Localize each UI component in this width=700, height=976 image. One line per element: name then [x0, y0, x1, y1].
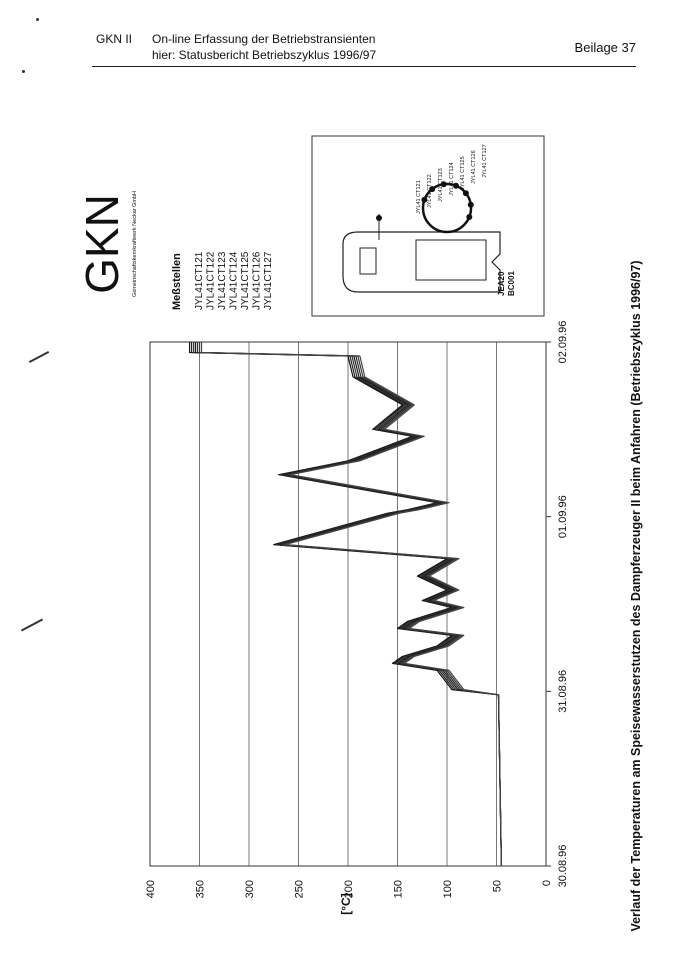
x-tick-label: 01.09.96 — [557, 495, 569, 538]
y-tick-label: 350 — [195, 880, 207, 898]
component-label-1: JEA20 — [497, 271, 506, 296]
series-line-JYL41CT126 — [198, 342, 502, 867]
nozzle-section — [421, 182, 473, 234]
y-tick-label: 0 — [541, 880, 553, 886]
y-tick-label: 400 — [145, 880, 157, 898]
sensor-dot-5 — [462, 190, 469, 197]
x-tick-label: 02.09.96 — [557, 321, 569, 364]
series-line-JYL41CT125 — [196, 342, 502, 867]
x-tick-label: 30.08.96 — [557, 845, 569, 888]
series-line-JYL41CT123 — [193, 342, 502, 867]
logo-mark: GKN — [76, 194, 128, 294]
plot-area — [149, 341, 551, 867]
scan-speck — [22, 70, 25, 73]
x-tick-label: 31.08.96 — [557, 670, 569, 713]
logo-subtitle: Gemeinschaftskernkraftwerk Neckar GmbH — [132, 191, 138, 297]
sensor-dot-7 — [466, 214, 473, 220]
legend-item: JYL41CT126 — [252, 251, 263, 310]
header-code: GKN II — [96, 32, 133, 46]
y-tick-label: 150 — [393, 880, 405, 898]
sensor-dot-6 — [467, 201, 474, 208]
legend-item: JYL41CT122 — [206, 251, 217, 310]
header-title-line2: hier: Statusbericht Betriebszyklus 1996/… — [152, 48, 377, 62]
y-tick-label: 300 — [244, 880, 256, 898]
sensor-label: JYL41 CT125 — [460, 156, 466, 190]
header-title-line1: On-line Erfassung der Betriebstransiente… — [152, 32, 376, 46]
y-tick-label: 100 — [442, 880, 454, 898]
y-tick-label: 50 — [492, 880, 504, 892]
schematic-frame — [311, 135, 545, 317]
sensor-label: JYL41 CT127 — [482, 144, 488, 178]
sensor-dot-2 — [429, 186, 436, 193]
page-header: GKN II On-line Erfassung der Betriebstra… — [96, 28, 636, 68]
chart-title: Verlauf der Temperaturen am Speisewasser… — [629, 260, 643, 931]
header-rule — [92, 66, 636, 67]
nozzle-marker — [376, 215, 382, 221]
generator-outline — [342, 231, 501, 293]
y-tick-label: 250 — [294, 880, 306, 898]
sensor-label: JYL41 CT126 — [471, 150, 477, 184]
sensor-label: JYL41 CT121 — [416, 180, 422, 214]
legend-item: JYL41CT123 — [217, 251, 228, 310]
generator-internal — [359, 247, 377, 275]
legend-item: JYL41CT127 — [263, 251, 274, 310]
y-tick-label: 200 — [343, 880, 355, 898]
chart-text: 0 50 100 150 200 250 300 350 400 30.08.96 31.08.96… — [145, 251, 643, 931]
legend-title: Meßstellen — [171, 253, 183, 310]
component-label-2: BC001 — [507, 271, 516, 296]
sensor-label: JYL41 CT123 — [438, 168, 444, 202]
sensor-label: JYL41 CT124 — [449, 162, 455, 196]
legend-item: JYL41CT125 — [240, 251, 251, 310]
sensor-label: JYL41 CT122 — [427, 174, 433, 208]
scan-speck — [36, 18, 39, 21]
series-line-JYL41CT124 — [194, 342, 502, 867]
sensor-dot-3 — [440, 181, 447, 188]
sensor-dot-4 — [453, 182, 459, 189]
series-line-JYL41CT122 — [191, 342, 502, 867]
legend-item: JYL41CT124 — [229, 251, 240, 310]
sensor-dot-1 — [421, 196, 428, 203]
y-axis-label: [°C] — [339, 893, 353, 914]
generator-tube-bundle — [415, 239, 487, 281]
series-line-JYL41CT127 — [200, 342, 502, 867]
legend-item: JYL41CT121 — [194, 251, 205, 310]
sensor-schematic: JYL41 CT121 JYL41 CT122 JYL41 CT123 JYL41 C… — [311, 135, 545, 317]
attachment-label: Beilage 37 — [574, 40, 636, 55]
gkn-logo: GKN Gemeinschaftskernkraftwerk Neckar Gmb… — [76, 191, 138, 297]
series-line-JYL41CT121 — [189, 342, 502, 867]
